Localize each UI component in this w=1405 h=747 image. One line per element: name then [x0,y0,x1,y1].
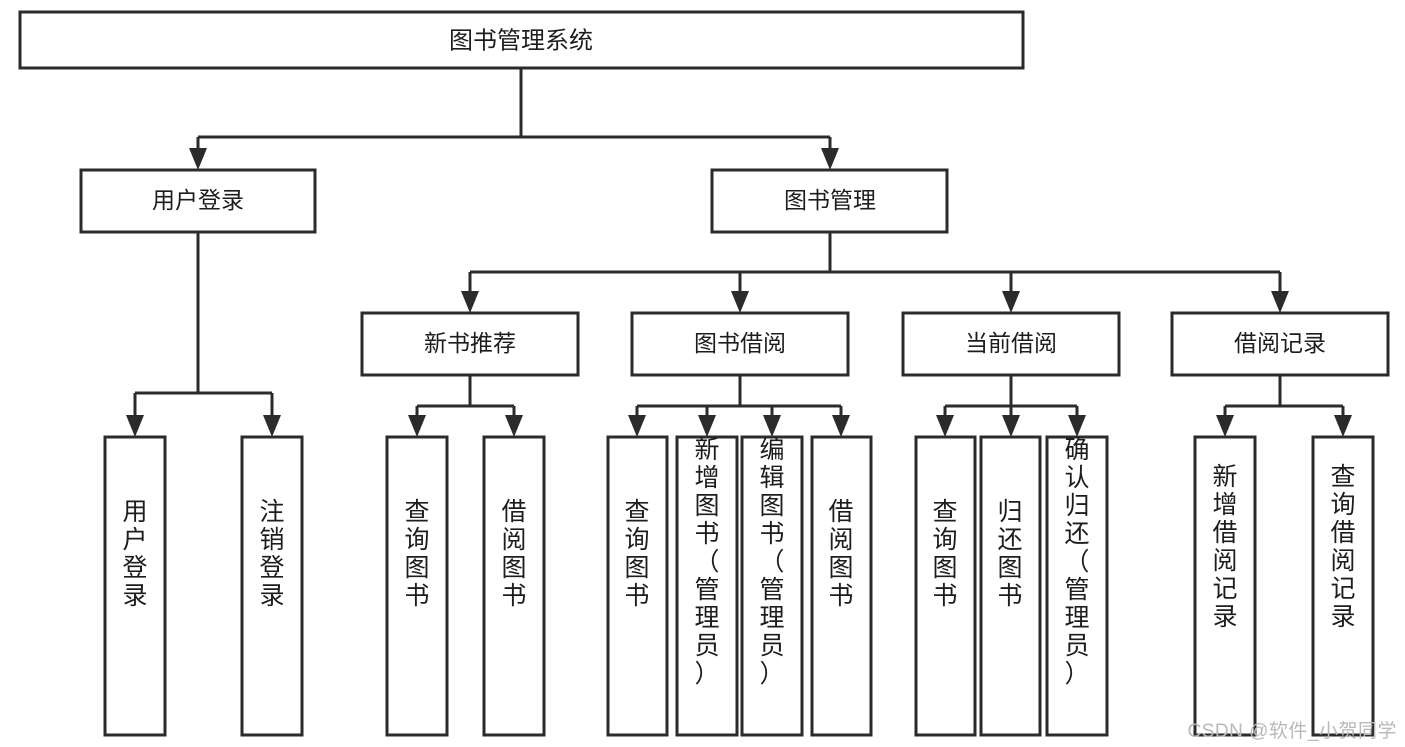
node-book-borrow-label: 图书借阅 [694,330,786,356]
arrowhead-book-borrow [731,291,749,313]
arrowhead-leaf-add-record [1216,415,1234,437]
node-user-login[interactable]: 用户登录 [79,168,317,234]
arrowhead-leaf-user-login [126,415,144,437]
leaf-borrow-book-2-label: 借阅图书 [828,498,853,610]
arrowhead-leaf-add-book [698,415,716,437]
leaf-confirm-return-box[interactable] [1045,435,1109,737]
arrowhead-leaf-query-book-2 [628,415,646,437]
leaf-return-book-box[interactable] [979,435,1042,737]
node-borrow-record-label: 借阅记录 [1234,330,1326,356]
leaf-query-book-3-label: 查询图书 [932,498,957,610]
node-root-box[interactable] [18,10,1025,70]
leaf-query-book-1-box[interactable] [385,435,449,737]
leaf-add-book[interactable]: 新增图书（管理员） [675,435,739,737]
arrowhead-leaf-query-book-3 [936,415,954,437]
leaf-edit-book[interactable]: 编辑图书（管理员） [740,435,804,737]
node-new-book-rec-box[interactable] [360,311,580,377]
leaf-logout-label: 注销登录 [259,498,284,610]
node-new-book-rec[interactable]: 新书推荐 [360,311,580,377]
arrowhead-leaf-query-book-1 [408,415,426,437]
leaf-borrow-book-1[interactable]: 借阅图书 [482,435,546,737]
node-user-login-label: 用户登录 [152,187,244,213]
arrowhead-current-borrow [1002,291,1020,313]
leaf-return-book[interactable]: 归还图书 [979,435,1042,737]
leaf-borrow-book-1-box[interactable] [482,435,546,737]
leaf-confirm-return-label: 确认归还（管理员） [1064,436,1089,688]
leaf-query-record[interactable]: 查询借阅记录 [1311,435,1375,737]
arrowhead-leaf-return-book [1002,415,1020,437]
node-new-book-rec-label: 新书推荐 [424,330,516,356]
leaf-add-record-label: 新增借阅记录 [1212,463,1237,631]
leaf-borrow-book-1-label: 借阅图书 [501,498,526,610]
leaf-query-book-2[interactable]: 查询图书 [606,435,669,737]
arrowhead-user-login [189,148,207,170]
leaf-confirm-return[interactable]: 确认归还（管理员） [1045,435,1109,737]
node-book-borrow[interactable]: 图书借阅 [630,311,850,377]
arrowhead-leaf-borrow-book-1 [505,415,523,437]
leaf-query-book-2-box[interactable] [606,435,669,737]
leaf-add-book-label: 新增图书（管理员） [694,436,719,688]
node-book-manage[interactable]: 图书管理 [710,168,949,234]
leaf-user-login-box[interactable] [103,435,167,737]
node-book-manage-label: 图书管理 [784,187,876,213]
leaf-logout[interactable]: 注销登录 [240,435,304,737]
leaf-add-record-box[interactable] [1193,435,1257,737]
node-user-login-box[interactable] [79,168,317,234]
leaf-query-book-3[interactable]: 查询图书 [914,435,977,737]
leaf-query-book-2-label: 查询图书 [624,498,649,610]
arrowhead-leaf-edit-book [763,415,781,437]
node-borrow-record[interactable]: 借阅记录 [1170,311,1390,377]
node-root-label: 图书管理系统 [449,27,593,54]
leaf-return-book-label: 归还图书 [997,498,1022,610]
leaf-query-book-3-box[interactable] [914,435,977,737]
connector-layer [126,68,1352,437]
node-current-borrow-box[interactable] [901,311,1121,377]
arrowhead-new-book-rec [461,291,479,313]
leaf-query-record-label: 查询借阅记录 [1330,463,1355,631]
node-root[interactable]: 图书管理系统 [18,10,1025,70]
node-current-borrow[interactable]: 当前借阅 [901,311,1121,377]
arrowhead-book-manage [821,148,839,170]
leaf-edit-book-label: 编辑图书（管理员） [759,436,784,688]
leaf-user-login-label: 用户登录 [122,498,147,610]
leaf-borrow-book-2[interactable]: 借阅图书 [810,435,873,737]
leaf-layer: 用户登录 注销登录 查询图书 借阅图书 查询图书 新增图书（管理员） [103,435,1375,737]
leaf-add-book-box[interactable] [675,435,739,737]
leaf-borrow-book-2-box[interactable] [810,435,873,737]
leaf-edit-book-box[interactable] [740,435,804,737]
leaf-query-book-1-label: 查询图书 [404,498,429,610]
arrowhead-leaf-borrow-book-2 [832,415,850,437]
node-book-borrow-box[interactable] [630,311,850,377]
leaf-user-login[interactable]: 用户登录 [103,435,167,737]
csdn-watermark: CSDN @软件_小贺同学 [1187,721,1397,742]
arrowhead-borrow-record [1271,291,1289,313]
leaf-query-record-box[interactable] [1311,435,1375,737]
node-current-borrow-label: 当前借阅 [965,330,1057,356]
node-book-manage-box[interactable] [710,168,949,234]
leaf-add-record[interactable]: 新增借阅记录 [1193,435,1257,737]
leaf-query-book-1[interactable]: 查询图书 [385,435,449,737]
arrowhead-leaf-confirm-return [1068,415,1086,437]
arrowhead-leaf-logout [263,415,281,437]
leaf-logout-box[interactable] [240,435,304,737]
node-borrow-record-box[interactable] [1170,311,1390,377]
arrowhead-leaf-query-record [1334,415,1352,437]
